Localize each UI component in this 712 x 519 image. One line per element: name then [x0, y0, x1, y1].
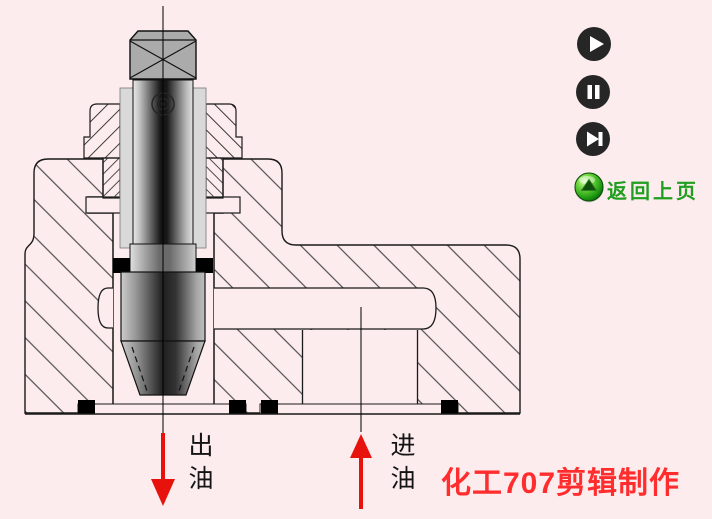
inlet-arrow: [350, 434, 372, 509]
pause-button[interactable]: [576, 75, 610, 109]
back-button-label[interactable]: 返回上页: [607, 181, 699, 203]
back-button[interactable]: [573, 171, 605, 203]
pause-icon: [587, 85, 600, 99]
skip-next-icon: [587, 131, 603, 147]
inlet-passage: [303, 330, 417, 404]
bottom-channel-right: [259, 403, 459, 415]
seal-blocks-bottom: [78, 400, 458, 414]
bottom-channel-left: [77, 403, 247, 415]
seal-ring-right: [196, 258, 213, 273]
valve-body: [24, 158, 521, 415]
outlet-flow-label: 出油: [185, 432, 212, 498]
watermark-text: 化工707剪辑制作: [441, 467, 681, 500]
inlet-flow-label: 进油: [387, 432, 414, 498]
spill-notch: [97, 287, 113, 329]
play-button[interactable]: [577, 27, 611, 61]
outlet-arrow: [151, 433, 175, 506]
play-icon: [590, 36, 604, 52]
up-arrow-sphere-icon: [574, 172, 604, 203]
oil-gallery: [214, 287, 437, 330]
seal-ring-left: [113, 258, 130, 273]
guide-sleeve: [119, 87, 207, 249]
skip-next-button[interactable]: [576, 122, 610, 156]
